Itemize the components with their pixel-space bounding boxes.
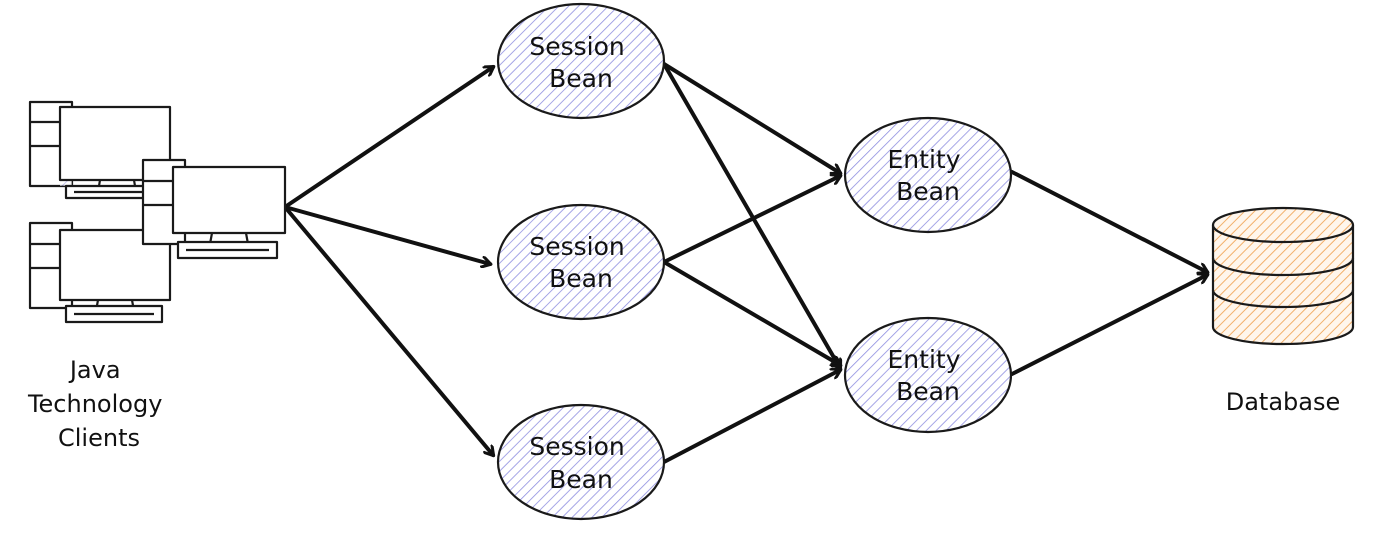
svg-text:Session Bean: Session Bean <box>529 432 632 494</box>
svg-text:Session Bean: Session Bean <box>529 32 632 93</box>
session-bean-node: Session Bean <box>496 203 666 321</box>
clients-label-line: Clients <box>58 424 140 452</box>
database-label: Database <box>1226 388 1341 416</box>
session-bean-label: Session <box>529 32 624 61</box>
clients-label-line: Technology <box>27 390 162 418</box>
session-bean-node: Session Bean <box>496 2 666 120</box>
edge-clients-to-session-bean-2 <box>283 205 490 264</box>
svg-text:Session Bean: Session Bean <box>529 232 632 293</box>
edge-session-bean-1-to-entity-bean-2 <box>662 62 840 368</box>
edge-session-bean-1-to-entity-bean-1 <box>662 62 840 173</box>
entity-bean-label: Entity <box>888 345 961 374</box>
entity-bean-node: Entity Bean <box>843 116 1013 234</box>
session-bean-label: Bean <box>549 264 613 293</box>
entity-bean-label: Bean <box>896 377 960 406</box>
computer-icon <box>141 158 287 260</box>
edge-clients-to-session-bean-1 <box>283 67 493 209</box>
session-bean-node: Session Bean <box>496 403 666 521</box>
svg-text:Entity Bean: Entity Bean <box>888 345 969 406</box>
edge-session-bean-2-to-entity-bean-2 <box>662 260 840 365</box>
database-icon <box>1211 206 1355 346</box>
svg-text:Entity Bean: Entity Bean <box>888 145 969 206</box>
computer-cluster-icon <box>28 100 287 324</box>
clients-label: Java Technology Clients <box>27 356 170 452</box>
edge-session-bean-3-to-entity-bean-2 <box>662 370 840 464</box>
edge-entity-bean-2-to-database <box>1010 275 1207 376</box>
entity-bean-node: Entity Bean <box>843 316 1013 434</box>
entity-bean-label: Entity <box>888 145 961 174</box>
edges <box>283 62 1207 464</box>
edge-clients-to-session-bean-3 <box>283 205 493 455</box>
edge-entity-bean-1-to-database <box>1010 170 1207 272</box>
session-bean-label: Session <box>529 432 624 461</box>
session-bean-label: Session <box>529 232 624 261</box>
edge-session-bean-2-to-entity-bean-1 <box>662 176 840 264</box>
computer-icon <box>28 100 172 200</box>
entity-bean-label: Bean <box>896 177 960 206</box>
computer-icon <box>28 221 172 324</box>
session-bean-label: Bean <box>549 64 613 93</box>
session-bean-label: Bean <box>549 465 613 494</box>
clients-label-line: Java <box>68 356 121 384</box>
